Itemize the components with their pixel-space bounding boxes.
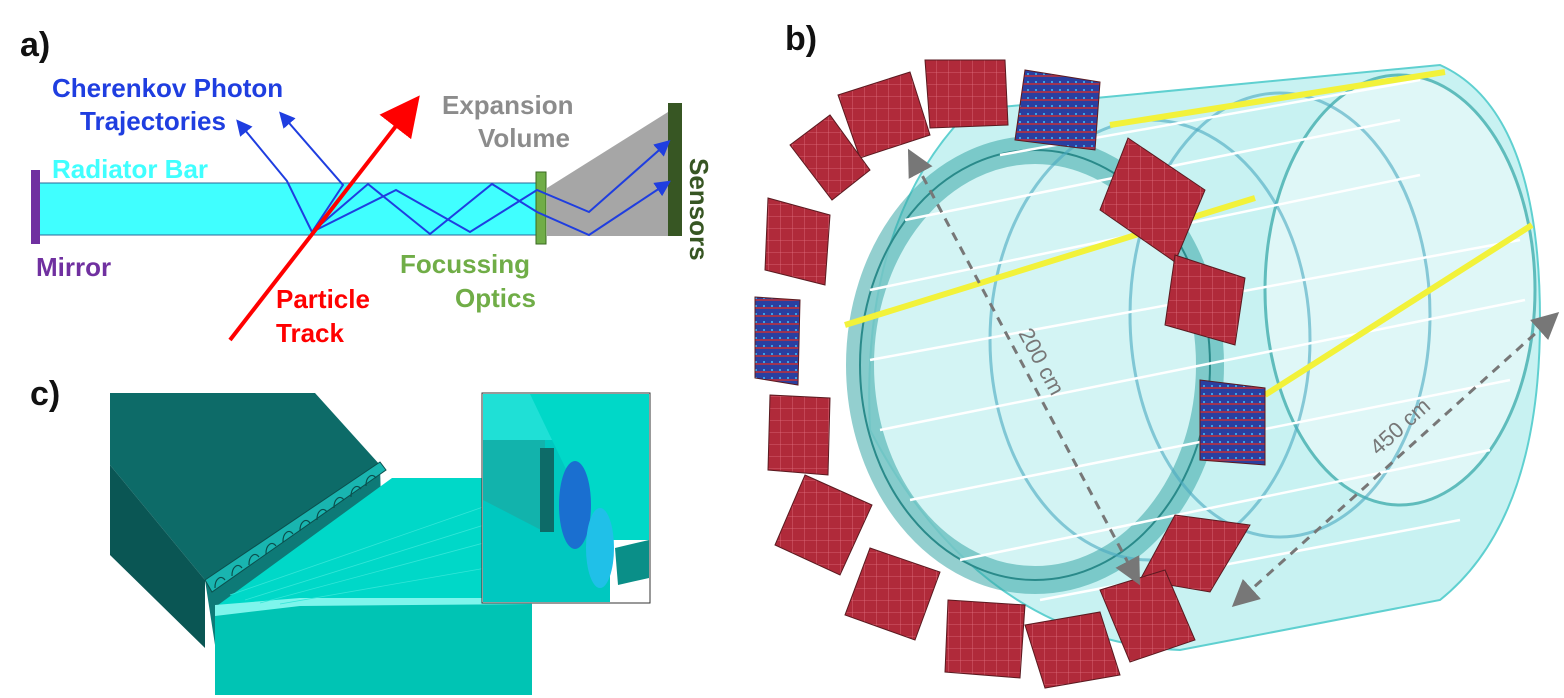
photon-trajectories — [236, 111, 672, 237]
panel-c: c) — [30, 375, 651, 695]
zoom-inset — [481, 392, 651, 604]
mirror — [31, 170, 40, 244]
panel-b-label: b) — [785, 20, 817, 58]
focusing-optics — [535, 171, 547, 245]
cherenkov-label-line2: Trajectories — [80, 106, 226, 136]
focusing-label-line1: Focussing — [400, 249, 530, 279]
sensor-tile-hit — [1199, 379, 1266, 466]
diameter-arrow — [907, 148, 1141, 586]
panel-c-label: c) — [30, 375, 60, 413]
sensor-plane — [668, 103, 682, 236]
focusing-label-line2: Optics — [455, 283, 536, 313]
expansion-volume — [547, 112, 668, 236]
lens-2 — [586, 508, 614, 588]
sensors-label: Sensors — [684, 158, 714, 261]
expansion-label-line1: Expansion — [442, 90, 573, 120]
panel-a: a) Cherenkov Photon Trajectories Radiato… — [20, 26, 714, 348]
expansion-label-line2: Volume — [478, 123, 570, 153]
panel-a-label: a) — [20, 26, 50, 64]
lens-1 — [559, 461, 591, 549]
mirror-label: Mirror — [36, 252, 111, 282]
cherenkov-label-line1: Cherenkov Photon — [52, 73, 283, 103]
radiator-label: Radiator Bar — [52, 154, 208, 184]
particle-label-line2: Track — [276, 318, 344, 348]
radiator-bars-3d — [218, 478, 532, 605]
sensor-tile-hit — [754, 296, 801, 386]
panel-b: b) — [754, 20, 1560, 689]
sensor-tile-hit — [1014, 69, 1101, 151]
expansion-block — [110, 393, 380, 580]
particle-track — [228, 95, 420, 342]
particle-label-line1: Particle — [276, 284, 370, 314]
length-arrow — [1231, 311, 1560, 608]
